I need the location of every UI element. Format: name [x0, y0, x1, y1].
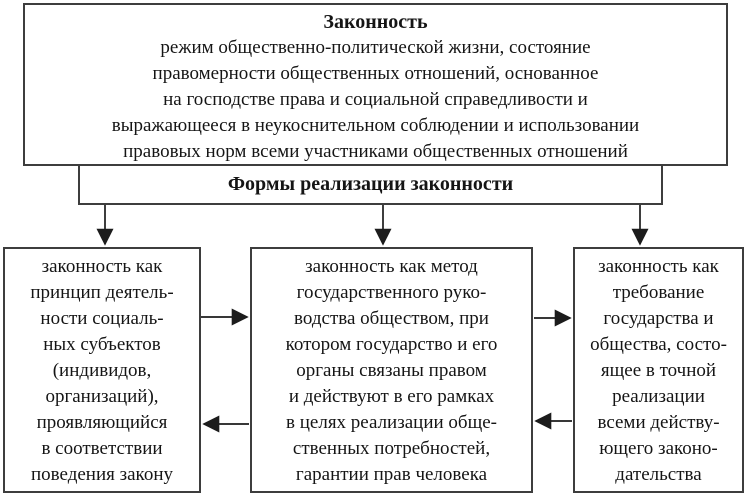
definition-title: Законность [323, 11, 428, 33]
forms-box-label: Формы реализации законности [227, 173, 514, 195]
definition-body: режим общественно-политической жизни, со… [111, 37, 640, 162]
forms-box: Формы реализации законности [78, 164, 663, 205]
definition-box: Законность режим общественно-политическо… [23, 3, 728, 166]
branch-method-box: законность как метод государственного ру… [250, 247, 533, 493]
branch-principle-box: законность как принцип деятель- ности со… [3, 247, 201, 493]
branch-requirement-box: законность как требование государства и … [573, 247, 744, 493]
